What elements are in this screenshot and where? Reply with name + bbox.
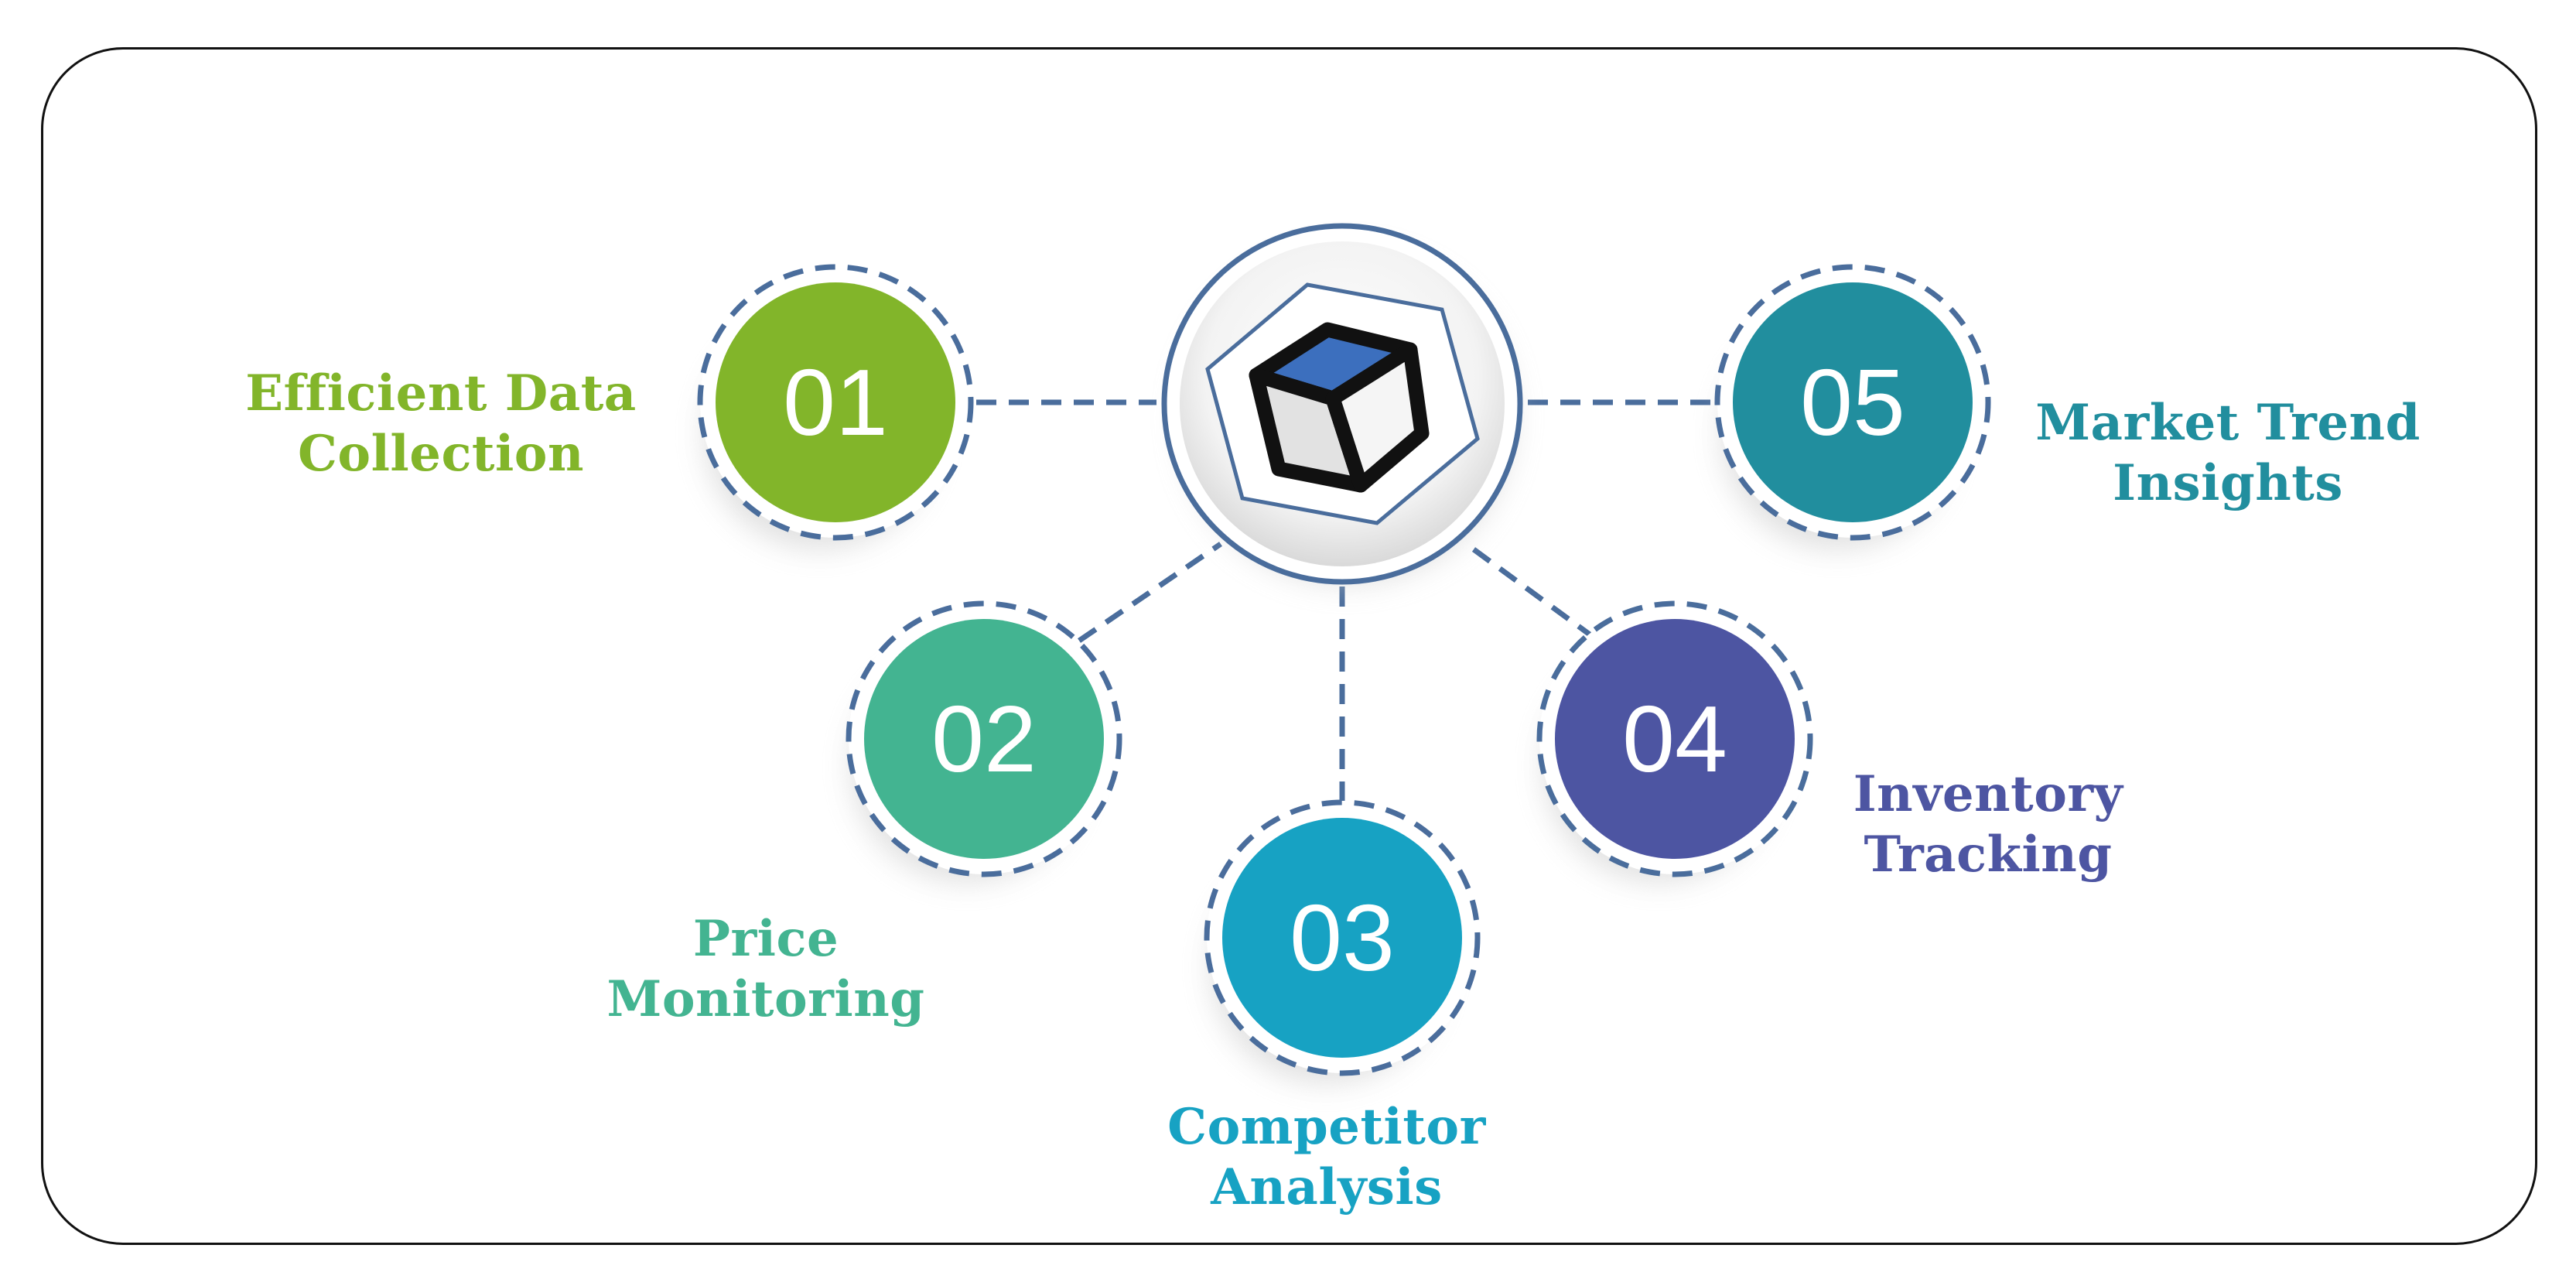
step-number: 03 — [1290, 885, 1395, 990]
step-label-line2: Analysis — [1211, 1158, 1443, 1216]
step-label-02: Price Monitoring — [511, 909, 1021, 1030]
step-label-04: Inventory Tracking — [1733, 764, 2243, 885]
step-node-05: 05 — [1714, 264, 1991, 549]
step-node-03: 03 — [1204, 799, 1481, 1083]
step-number: 04 — [1622, 686, 1727, 792]
connector-04 — [1471, 547, 1592, 637]
node-disc — [1733, 282, 1973, 522]
step-label-05: Market Trend Insights — [1965, 393, 2491, 514]
step-label-line2: Collection — [297, 425, 585, 483]
step-label-line1: Competitor — [1167, 1098, 1486, 1156]
step-number: 01 — [783, 350, 888, 455]
step-number: 05 — [1800, 350, 1905, 455]
node-disc — [864, 619, 1104, 859]
node-disc — [716, 282, 955, 522]
step-label-line1: Efficient Data — [245, 364, 637, 422]
step-node-01: 01 — [697, 264, 974, 549]
step-label-line1: Market Trend — [2035, 394, 2421, 452]
step-label-01: Efficient Data Collection — [186, 364, 696, 484]
node-disc — [1222, 818, 1462, 1058]
hub — [1161, 223, 1523, 585]
step-label-line1: Inventory — [1853, 765, 2123, 823]
step-node-04: 04 — [1536, 600, 1813, 882]
step-number: 02 — [931, 686, 1037, 792]
hub-hexagon-inner — [1218, 295, 1466, 514]
step-label-03: Competitor Analysis — [1071, 1097, 1582, 1218]
connector-lines — [976, 399, 1713, 801]
step-label-line2: Insights — [2113, 454, 2343, 512]
cube-icon — [1249, 322, 1430, 493]
connector-02 — [1078, 542, 1222, 643]
step-label-line1: Price — [692, 910, 839, 968]
node-disc — [1555, 619, 1795, 859]
step-node-02: 02 — [846, 600, 1122, 882]
step-label-line2: Tracking — [1864, 826, 2113, 884]
step-label-line2: Monitoring — [606, 970, 925, 1028]
